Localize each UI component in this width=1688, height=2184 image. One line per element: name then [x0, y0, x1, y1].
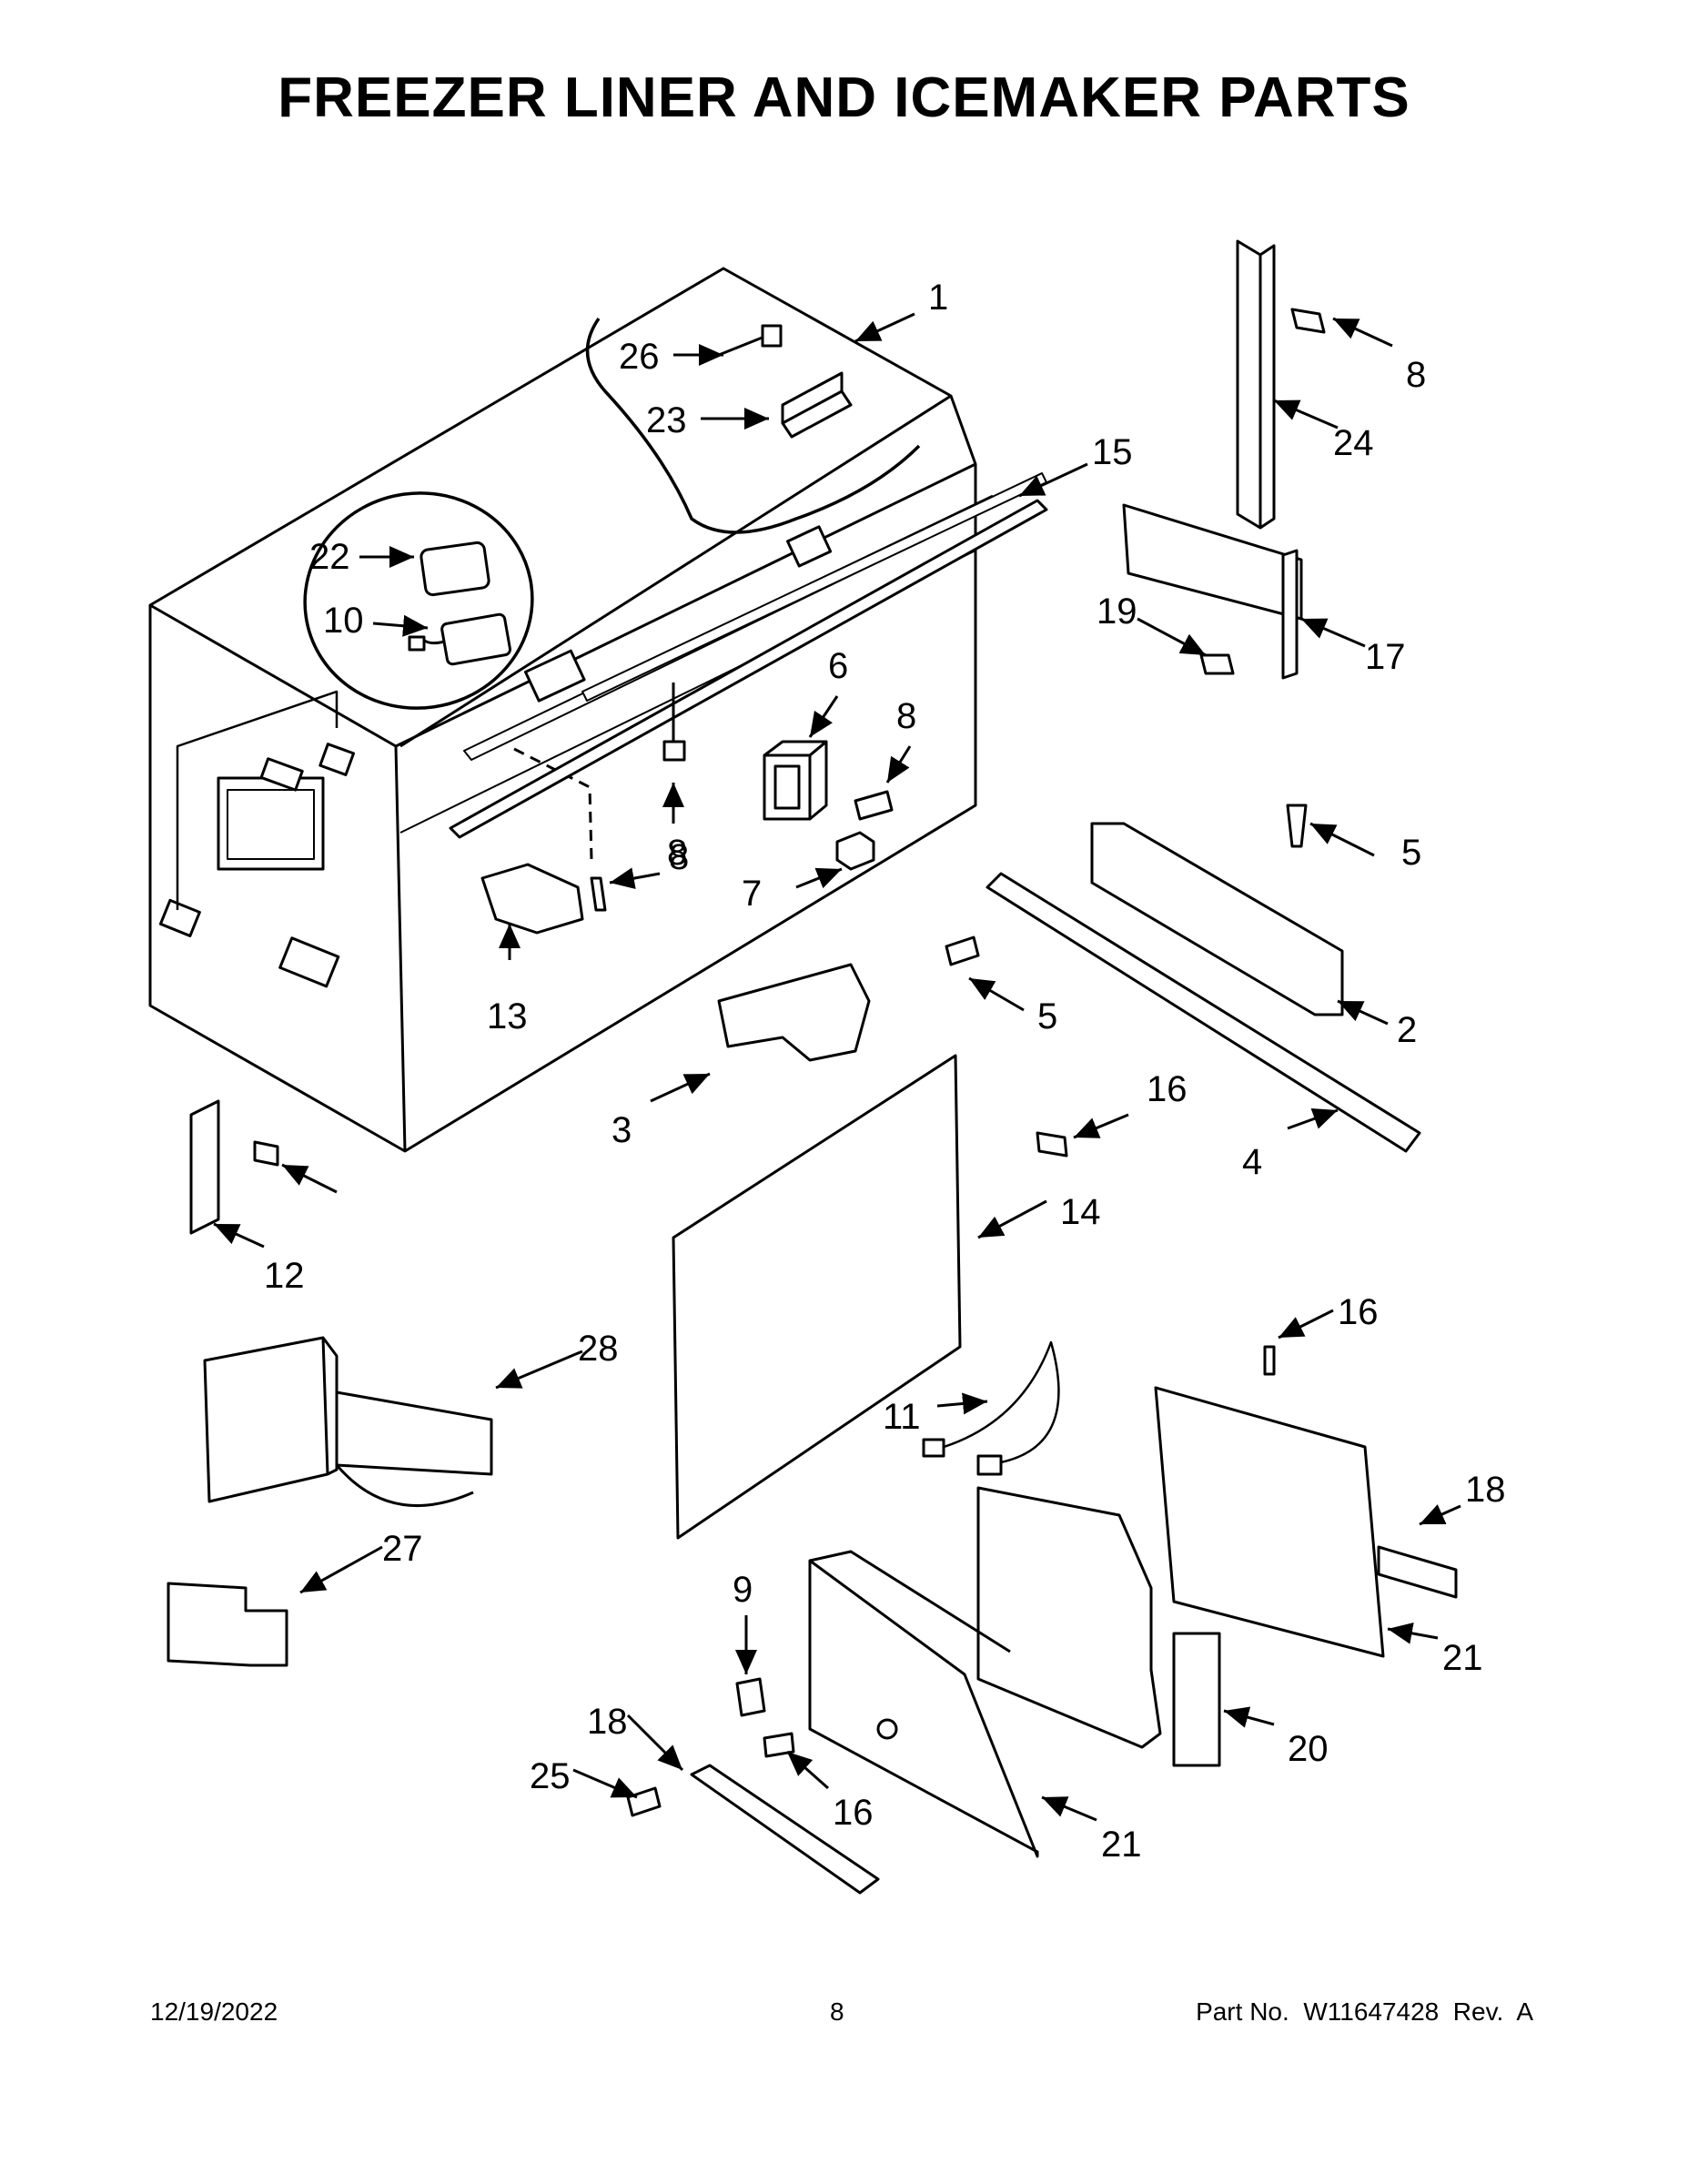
callout-25: 25: [530, 1756, 571, 1796]
screw-16-a: [1036, 1131, 1068, 1158]
callout-16-b: 16: [1338, 1292, 1379, 1332]
callout-28: 28: [578, 1329, 619, 1369]
part-4-slide-rail: [986, 872, 1421, 1153]
callout-5-a: 5: [1401, 833, 1421, 873]
callout-10: 10: [323, 601, 364, 641]
callout-23: 23: [646, 400, 687, 440]
callout-8-b: 8: [667, 833, 687, 873]
part-18-rail-lower: [690, 1764, 880, 1895]
part-10-icemaker-module: [408, 612, 512, 666]
screw-8-e: [253, 1140, 279, 1167]
callout-24: 24: [1333, 423, 1374, 463]
callout-arrows: [213, 312, 1461, 1822]
callout-4: 4: [1242, 1142, 1262, 1182]
callout-26: 26: [619, 337, 660, 377]
callout-17: 17: [1365, 637, 1406, 677]
callout-1: 1: [928, 278, 948, 318]
part-27-cover: [167, 1582, 288, 1667]
footer-page-number: 8: [830, 1997, 844, 2026]
part-28-icemaker: [203, 1336, 493, 1508]
screw-8-d: [1290, 308, 1326, 334]
part-15-strip: [449, 499, 1048, 839]
footer-date: 12/19/2022: [150, 1997, 278, 2026]
callout-22: 22: [309, 537, 350, 577]
callout-14: 14: [1060, 1192, 1101, 1232]
part-23-cover: [781, 371, 853, 439]
callout-5-b: 5: [1037, 996, 1057, 1036]
callout-8-a: 8: [896, 696, 916, 736]
callout-19: 19: [1097, 592, 1137, 632]
part-9-switch: [735, 1677, 766, 1717]
part-21-lower-panel: [808, 1559, 1039, 1858]
part-6-bracket: [763, 740, 828, 821]
part-3-handle: [717, 963, 871, 1062]
callout-13: 13: [487, 996, 528, 1036]
callout-7: 7: [742, 874, 762, 914]
callout-8-d: 8: [1406, 355, 1426, 395]
part-12-bracket: [189, 1099, 220, 1235]
callout-18-b: 18: [587, 1702, 628, 1742]
part-11-harness: [922, 1340, 1060, 1476]
callout-21-b: 21: [1101, 1825, 1142, 1865]
callout-20: 20: [1288, 1729, 1329, 1769]
screw-19: [1199, 653, 1235, 675]
callout-18-a: 18: [1465, 1470, 1506, 1510]
part-14-panel: [672, 1054, 962, 1540]
part-18-rail-right: [1377, 1545, 1458, 1599]
footer-part-number: Part No. W11647428 Rev. A: [1196, 1997, 1533, 2026]
callout-16-c: 16: [833, 1793, 874, 1833]
callout-27: 27: [382, 1529, 423, 1569]
screw-16-b: [1263, 1345, 1276, 1376]
part-7-switch: [835, 831, 875, 871]
screw-8-a: [854, 790, 894, 821]
callout-2: 2: [1397, 1010, 1417, 1050]
screw-5-b: [945, 935, 980, 966]
part-2-mount: [1090, 822, 1344, 1016]
screw-8-c: [590, 876, 607, 912]
part-16-right-panel: [1154, 1386, 1385, 1658]
callout-9: 9: [733, 1570, 753, 1610]
part-24-rail: [1236, 239, 1276, 530]
part-20-housing: [976, 1486, 1221, 1767]
page-title: FREEZER LINER AND ICEMAKER PARTS: [278, 66, 1410, 129]
part-17-bracket: [1122, 503, 1303, 680]
callout-labels: 1 26 23 15 22 10 6 8 8 8 7 13 8 24 19 17…: [264, 278, 1506, 1865]
callout-8-c: 8: [669, 837, 689, 877]
screw-8-b: [662, 682, 686, 762]
callout-6: 6: [828, 646, 848, 686]
callout-11: 11: [883, 1397, 921, 1437]
freezer-liner: [148, 267, 1047, 1153]
part-22-pad: [419, 541, 490, 597]
callout-3: 3: [612, 1110, 632, 1150]
callout-21-a: 21: [1442, 1638, 1483, 1678]
part-26-connector: [718, 324, 783, 357]
screw-5-a: [1286, 804, 1308, 848]
callout-15: 15: [1092, 432, 1133, 472]
callout-12: 12: [264, 1256, 305, 1296]
part-13-duct: [480, 863, 584, 935]
screw-25: [626, 1786, 662, 1817]
callout-16-a: 16: [1147, 1069, 1188, 1109]
